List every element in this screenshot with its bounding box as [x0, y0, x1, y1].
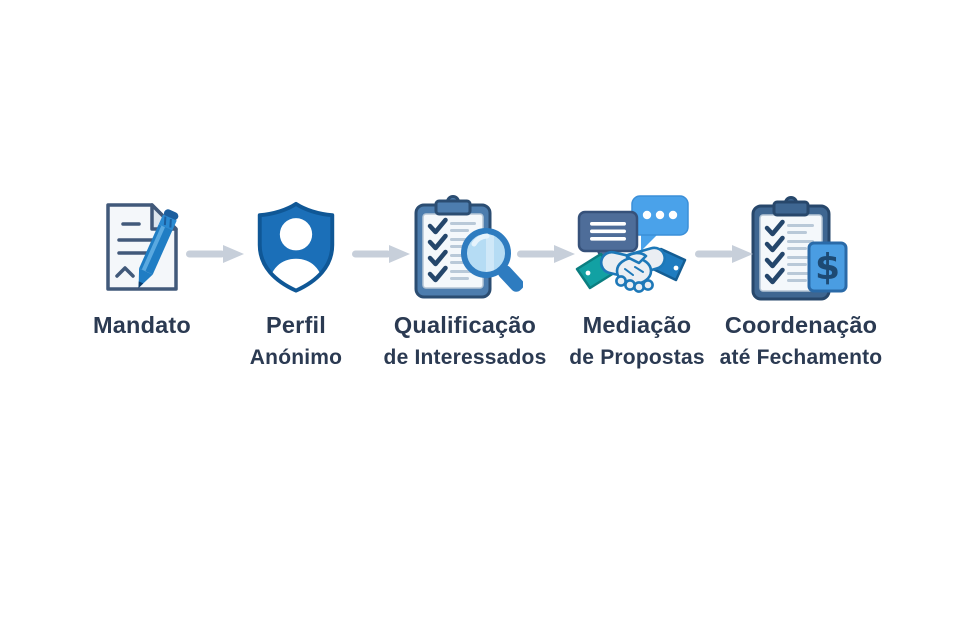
anonymous-profile-shield-icon — [247, 190, 345, 304]
process-step-mandato: Mandato — [37, 190, 247, 340]
step-label-line1: Qualificação — [393, 312, 537, 338]
step-label-line2: de Propostas — [569, 346, 705, 369]
step-label-line1: Mediação — [582, 312, 692, 338]
step-label-line1: Coordenação — [724, 312, 878, 338]
dollar-tag: $ — [807, 241, 848, 293]
right-arrow-icon — [517, 244, 575, 264]
step-label-line2: Anónimo — [249, 346, 343, 369]
right-arrow-icon — [695, 244, 753, 264]
right-arrow-icon — [186, 244, 244, 264]
signed-document-icon — [92, 190, 192, 304]
step-label-line2: de Interessados — [383, 346, 547, 369]
step-label: Coordenação até Fechamento — [720, 311, 883, 376]
chat-handshake-icon — [575, 190, 700, 304]
process-step-qualificacao: Qualificação de Interessados — [360, 190, 570, 376]
process-step-mediacao: Mediação de Propostas — [532, 190, 742, 376]
step-label-line2: até Fechamento — [719, 346, 883, 369]
chat-bubble-dots — [630, 195, 689, 251]
step-label-line1: Mandato — [92, 312, 191, 338]
step-label: Mediação de Propostas — [569, 311, 704, 376]
step-label: Mandato — [93, 311, 191, 340]
step-label-line1: Perfil — [266, 312, 326, 338]
checklist-payment-icon: $ — [747, 190, 855, 304]
dollar-sign-glyph: $ — [815, 247, 840, 288]
process-step-perfil-anonimo: Perfil Anónimo — [191, 190, 401, 376]
step-label: Qualificação de Interessados — [384, 311, 547, 376]
process-step-coordenacao: $ Coordenação até Fechamento — [696, 190, 906, 376]
checklist-magnifier-icon — [408, 190, 523, 304]
handshake — [575, 246, 686, 293]
right-arrow-icon — [352, 244, 410, 264]
step-label: Perfil Anónimo — [250, 311, 342, 376]
